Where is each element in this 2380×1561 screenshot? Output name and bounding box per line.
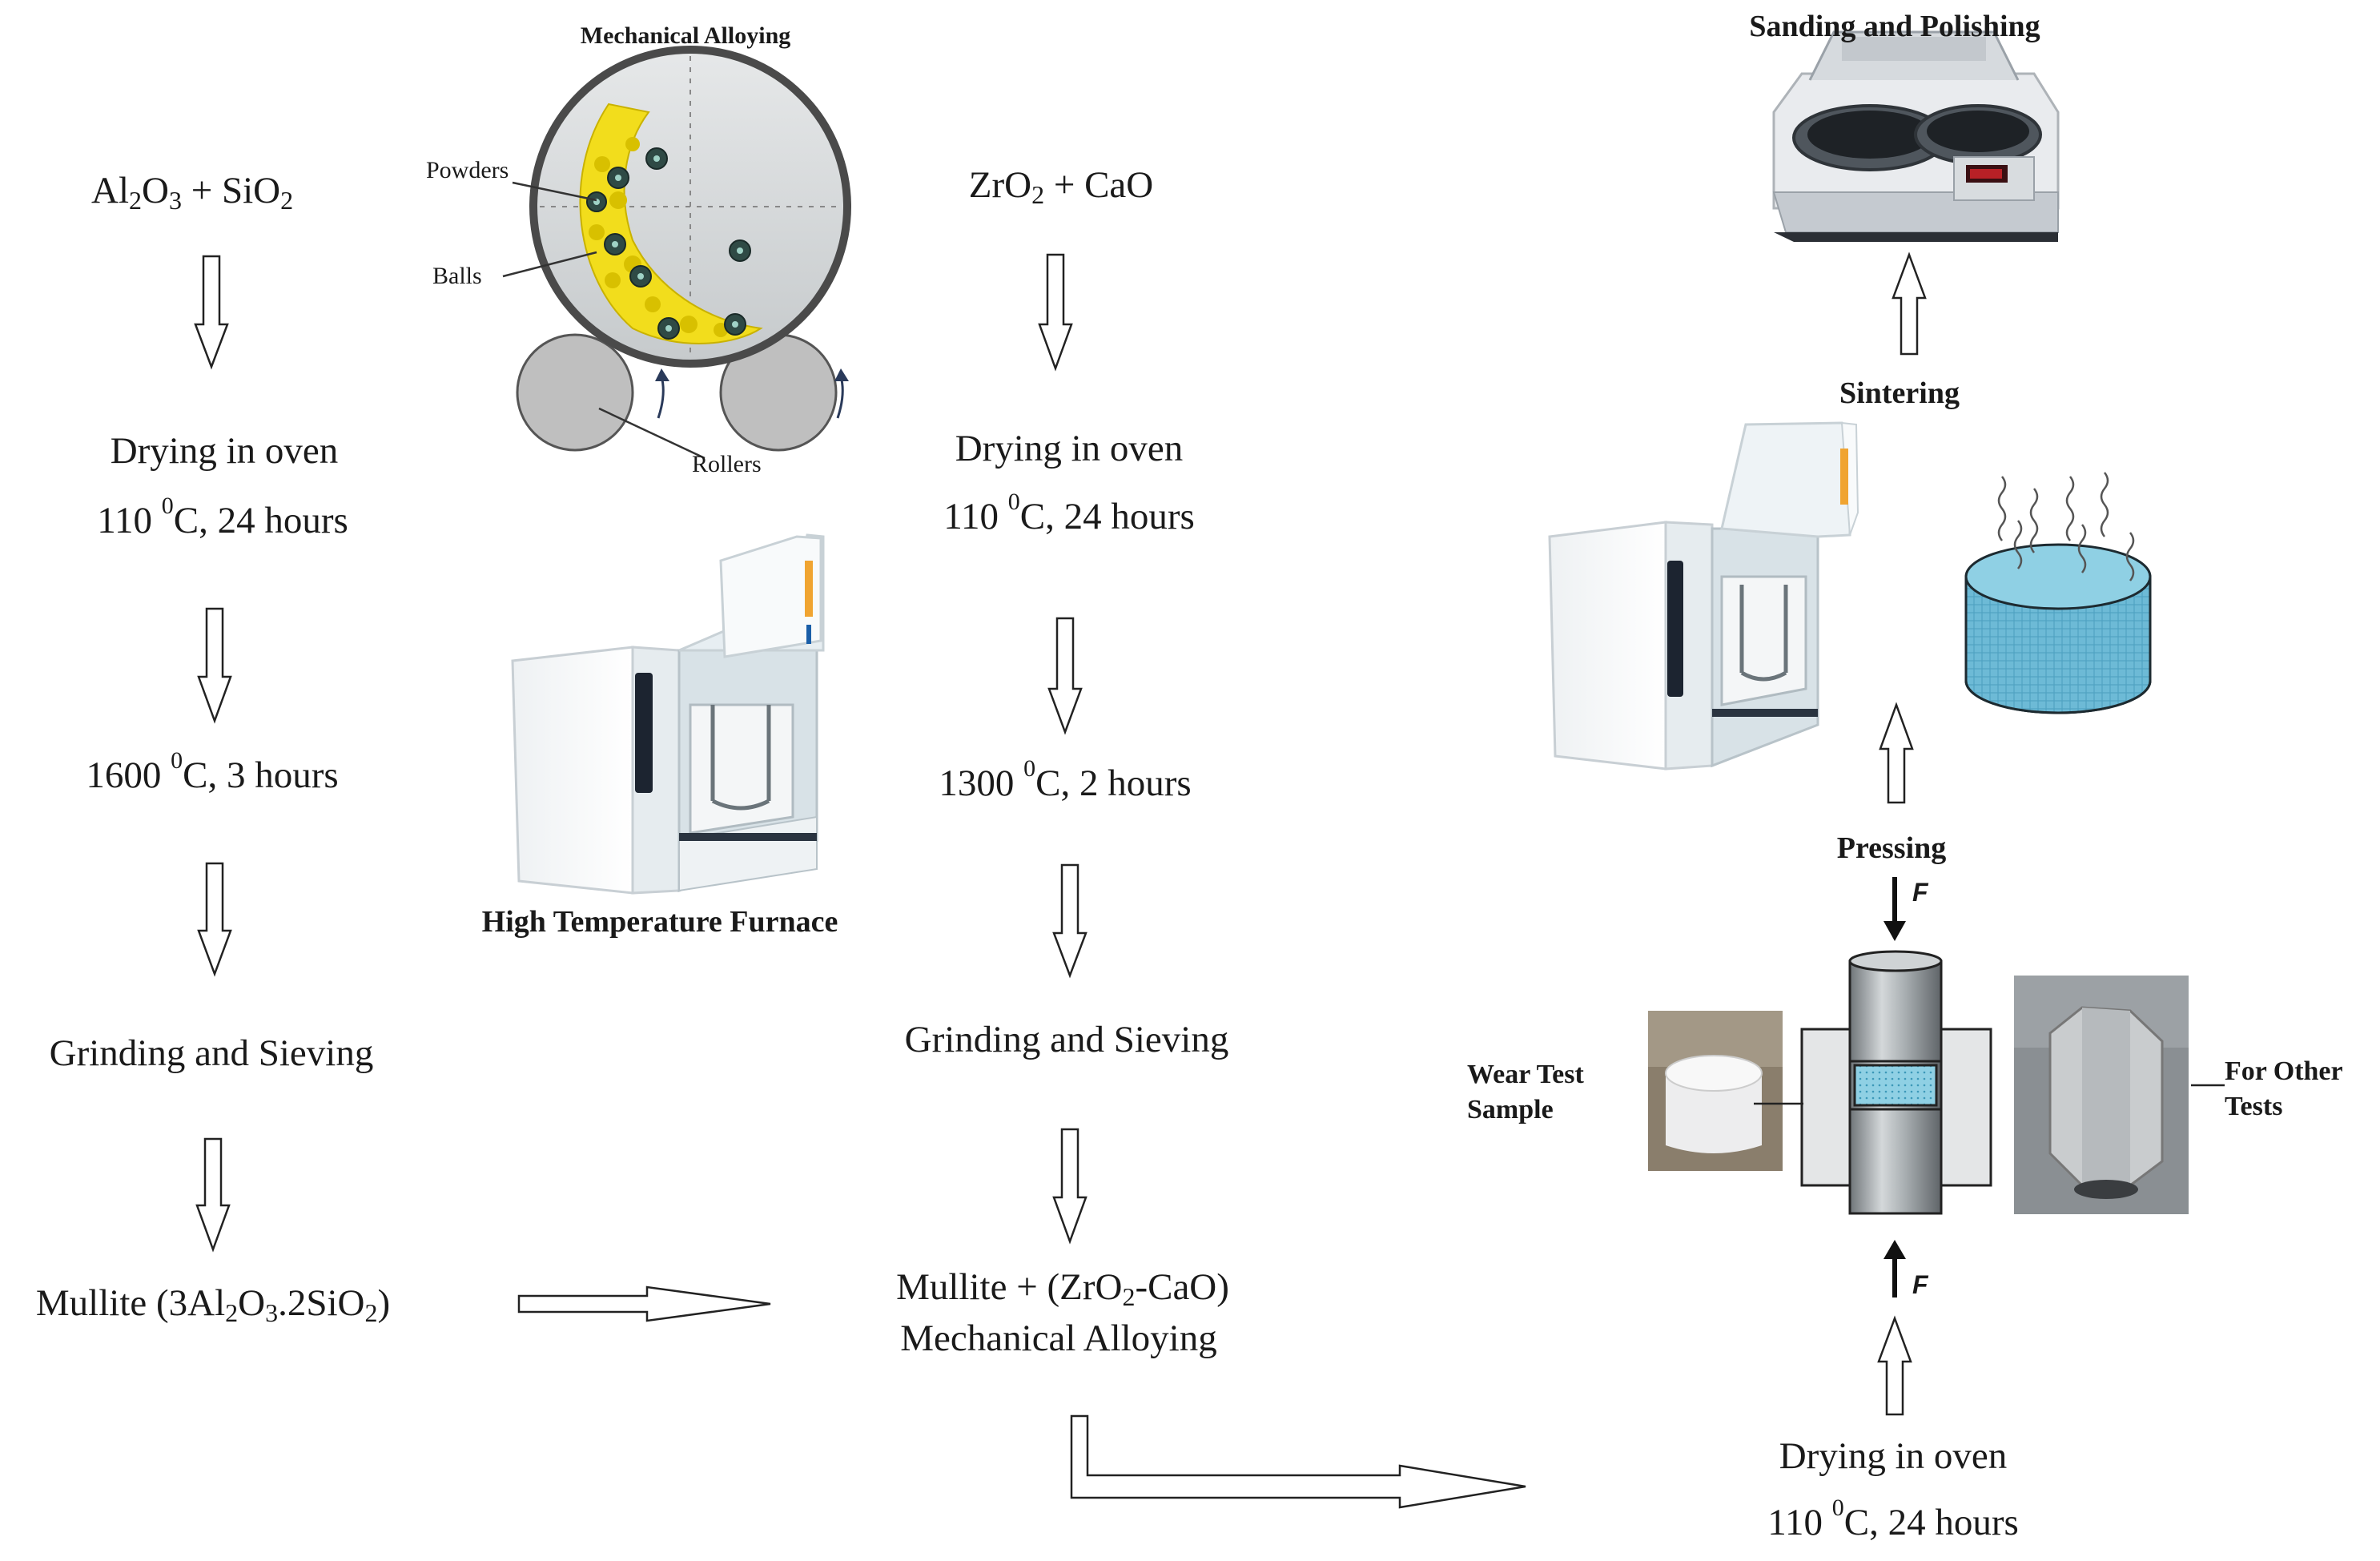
furnace-illustration-middle <box>511 533 825 895</box>
force-label-bottom: F <box>1912 1270 1928 1299</box>
mid-start-formula: ZrO2 + CaO <box>968 164 1154 209</box>
arrow-up-press-to-sinter <box>1879 702 1914 804</box>
mid-drying-label: Drying in oven <box>955 428 1184 469</box>
pressing-die-illustration <box>1800 877 1992 1297</box>
furnace-title: High Temperature Furnace <box>481 905 838 939</box>
mid-product-line1: Mullite + (ZrO2-CaO) <box>896 1266 1229 1311</box>
left-drying-temp: 110 0C, 24 hours <box>97 493 348 541</box>
arrow-down-mid-4 <box>1052 1128 1087 1245</box>
mid-calcine-temp: 1300 0C, 2 hours <box>939 755 1192 804</box>
wear-test-sample-photo <box>1648 1011 1783 1171</box>
balls-label: Balls <box>432 263 482 289</box>
other-tests-sample-photo <box>2014 976 2189 1214</box>
mid-grinding-label: Grinding and Sieving <box>904 1019 1229 1060</box>
sintering-title: Sintering <box>1839 376 1960 410</box>
left-grinding-label: Grinding and Sieving <box>49 1032 374 1074</box>
right-drying-label: Drying in oven <box>1779 1435 2008 1477</box>
mid-drying-temp: 110 0C, 24 hours <box>943 489 1195 537</box>
steam-lines <box>1997 472 2135 581</box>
arrow-up-sinter-to-polish <box>1892 251 1927 356</box>
left-calcine-temp: 1600 0C, 3 hours <box>86 747 339 796</box>
arrow-right-mullite <box>517 1285 771 1322</box>
arrow-down-mid-1 <box>1038 253 1073 372</box>
left-drying-label: Drying in oven <box>110 430 339 472</box>
arrow-elbow-to-drying <box>1070 1414 1526 1509</box>
arrow-down-mid-2 <box>1047 617 1083 735</box>
arrow-down-mid-3 <box>1052 863 1087 979</box>
arrow-down-left-2 <box>197 607 232 724</box>
mechanical-alloying-title: Mechanical Alloying <box>580 22 791 49</box>
ball-mill-illustration <box>502 46 851 460</box>
left-mullite-product: Mullite (3Al2O3.2SiO2) <box>35 1282 391 1327</box>
arrow-down-left-4 <box>195 1137 231 1253</box>
force-label-top: F <box>1912 878 1928 907</box>
water-bath-illustration <box>1964 472 2152 714</box>
roller-left <box>516 333 634 452</box>
right-drying-temp: 110 0C, 24 hours <box>1767 1495 2019 1543</box>
mid-product-line2: Mechanical Alloying <box>900 1318 1217 1359</box>
arrow-down-left-1 <box>194 255 229 370</box>
rollers-label: Rollers <box>692 451 762 477</box>
arrow-down-left-3 <box>197 862 232 977</box>
powders-label: Powders <box>426 157 509 183</box>
pressing-title: Pressing <box>1836 831 1947 865</box>
powder-sample <box>1853 1064 1938 1107</box>
furnace-illustration-sintering <box>1548 421 1859 770</box>
polishing-machine-illustration <box>1772 30 2060 242</box>
left-start-formula: Al2O3 + SiO2 <box>91 170 294 215</box>
arrow-up-drying-to-press <box>1877 1315 1912 1416</box>
polishing-title: Sanding and Polishing <box>1749 10 2040 43</box>
